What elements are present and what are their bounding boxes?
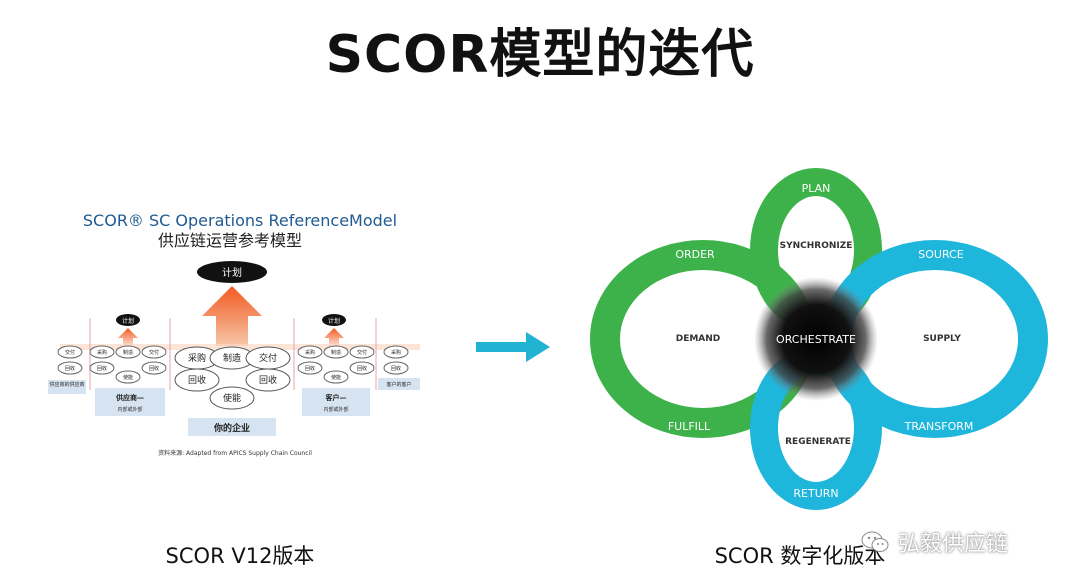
supplier-of-supplier-box — [48, 380, 86, 394]
caption-digital: SCOR 数字化版本 — [714, 544, 886, 568]
transition-arrow-icon — [476, 332, 550, 362]
flow-band — [60, 344, 420, 350]
plan-oval-left-label: 计划 — [122, 317, 134, 325]
scor-heading-cn: 供应链运营参考模型 — [158, 231, 302, 250]
customer-box-sub: 内部或外部 — [323, 406, 348, 413]
svg-text:回收: 回收 — [149, 365, 159, 372]
plan-oval-right-label: 计划 — [328, 317, 340, 325]
plan-oval-top — [197, 261, 267, 283]
supplier-box-title: 供应商— — [115, 393, 144, 402]
svg-text:回收: 回收 — [391, 365, 401, 372]
svg-text:回收: 回收 — [357, 365, 367, 372]
wechat-icon — [861, 531, 889, 552]
svg-text:交付: 交付 — [149, 349, 159, 356]
svg-text:回收: 回收 — [97, 365, 107, 372]
label-transform: TRANSFORM — [904, 420, 974, 433]
your-company-bubbles: 采购 制造 交付 回收 回收 使能 — [174, 346, 291, 410]
orange-arrow-left — [118, 328, 138, 346]
svg-text:使能: 使能 — [123, 374, 133, 381]
caption-v12: SCOR V12版本 — [165, 544, 315, 568]
label-plan: PLAN — [802, 182, 831, 195]
customer-of-customer-label: 客户的客户 — [386, 381, 411, 388]
svg-text:采购: 采购 — [391, 349, 401, 356]
label-demand: DEMAND — [676, 334, 721, 344]
svg-text:回收: 回收 — [188, 374, 206, 386]
label-synchronize: SYNCHRONIZE — [780, 241, 853, 251]
supplier-box — [95, 388, 165, 416]
label-regenerate: REGENERATE — [785, 437, 851, 447]
scor-heading-en: SCOR® SC Operations ReferenceModel — [83, 211, 397, 230]
plan-oval-top-label: 计划 — [222, 266, 242, 279]
orchestrate-core — [754, 277, 878, 401]
supplier-of-supplier-label: 供应商的供应商 — [49, 381, 84, 388]
svg-text:采购: 采购 — [97, 349, 107, 356]
label-fulfill: FULFILL — [668, 420, 711, 433]
svg-text:使能: 使能 — [223, 392, 241, 404]
label-source: SOURCE — [918, 248, 963, 261]
svg-text:使能: 使能 — [331, 374, 341, 381]
watermark-text: 弘毅供应链 — [898, 532, 1009, 557]
label-order: ORDER — [675, 248, 715, 261]
svg-text:回收: 回收 — [259, 374, 277, 386]
supplier-of-supplier-bubbles: 交付 回收 — [57, 345, 83, 375]
svg-text:制造: 制造 — [223, 352, 241, 364]
svg-text:交付: 交付 — [357, 349, 367, 356]
scor-digital-diagram: ORCHESTRATE PLAN SYNCHRONIZE ORDER SOURC… — [590, 168, 1048, 510]
label-orchestrate: ORCHESTRATE — [776, 333, 856, 346]
your-company-label: 你的企业 — [213, 422, 250, 434]
supplier-box-sub: 内部或外部 — [117, 406, 142, 413]
orange-arrow-right — [324, 328, 344, 346]
svg-text:回收: 回收 — [65, 365, 75, 372]
plan-oval-left — [116, 314, 140, 326]
source-note: 资料来源: Adapted from APICS Supply Chain Co… — [158, 449, 312, 457]
customer-box-title: 客户— — [325, 393, 347, 402]
svg-text:交付: 交付 — [65, 349, 75, 356]
plan-oval-right — [322, 314, 346, 326]
svg-text:制造: 制造 — [123, 349, 133, 356]
your-company-box — [188, 418, 276, 436]
customer-of-customer-box — [378, 378, 420, 390]
customer-bubbles: 采购 制造 交付 回收 回收 使能 — [297, 345, 375, 384]
svg-text:采购: 采购 — [305, 349, 315, 356]
svg-text:制造: 制造 — [331, 349, 341, 356]
watermark: 弘毅供应链 — [860, 524, 1070, 560]
label-supply: SUPPLY — [923, 334, 961, 344]
svg-text:采购: 采购 — [188, 352, 206, 364]
supplier-bubbles: 采购 制造 交付 回收 回收 使能 — [89, 345, 167, 384]
page-title: SCOR模型的迭代 — [325, 25, 755, 85]
label-return: RETURN — [793, 487, 838, 500]
svg-text:交付: 交付 — [259, 352, 277, 364]
customer-box — [302, 388, 370, 416]
svg-text:回收: 回收 — [305, 365, 315, 372]
scor-v12-diagram: SCOR® SC Operations ReferenceModel 供应链运营… — [48, 211, 420, 457]
customer-of-customer-bubbles: 采购 回收 — [383, 345, 409, 375]
orange-arrow-main — [202, 286, 262, 346]
